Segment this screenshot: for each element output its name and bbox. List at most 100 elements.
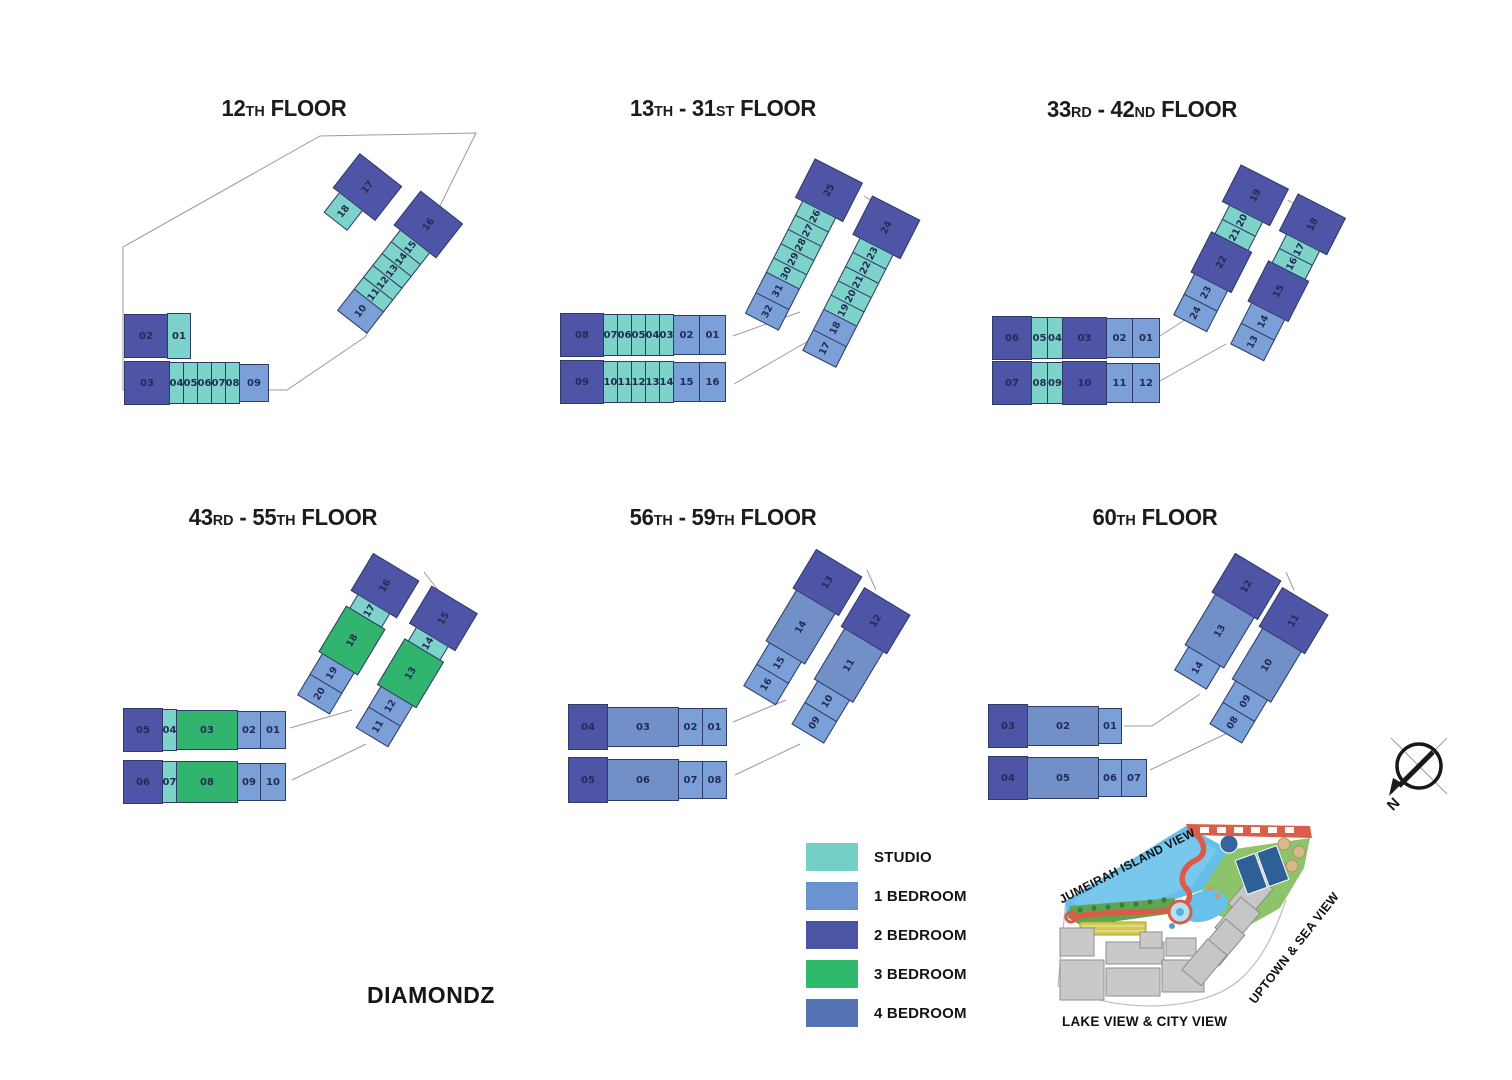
unit-12-03[interactable]: 03 <box>124 361 170 405</box>
unit-43-55-07[interactable]: 07 <box>162 761 177 803</box>
unit-33-42-06[interactable]: 06 <box>992 316 1032 360</box>
project-name: DIAMONDZ <box>367 982 495 1008</box>
unit-number: 16 <box>705 376 720 388</box>
unit-43-55-04[interactable]: 04 <box>162 709 177 751</box>
unit-12-01[interactable]: 01 <box>167 313 191 359</box>
unit-56-59-02[interactable]: 02 <box>678 708 703 746</box>
unit-number: 32 <box>759 303 776 320</box>
compass-letter: N <box>1385 795 1403 815</box>
floor-title-13-31: 13TH - 31ST FLOOR <box>512 95 934 122</box>
site-map-graphic <box>1057 824 1312 1007</box>
unit-13-31-06[interactable]: 06 <box>617 314 632 356</box>
north-arrow-icon: N <box>1384 737 1448 815</box>
unit-13-31-14[interactable]: 14 <box>659 361 674 403</box>
unit-60-04[interactable]: 04 <box>988 756 1028 800</box>
unit-43-55-06[interactable]: 06 <box>123 760 163 804</box>
unit-60-03[interactable]: 03 <box>988 704 1028 748</box>
unit-number: 01 <box>172 330 186 342</box>
unit-56-59-06[interactable]: 06 <box>607 759 679 801</box>
unit-13-31-13[interactable]: 13 <box>645 361 660 403</box>
unit-number: 05 <box>631 329 646 341</box>
unit-43-55-01[interactable]: 01 <box>260 711 286 749</box>
unit-13-31-09[interactable]: 09 <box>560 360 604 404</box>
unit-12-09[interactable]: 09 <box>239 364 269 402</box>
unit-33-42-11[interactable]: 11 <box>1106 363 1133 403</box>
floor-title-60: 60TH FLOOR <box>944 504 1366 531</box>
unit-13-31-16[interactable]: 16 <box>699 362 726 402</box>
unit-number: 06 <box>1005 332 1019 344</box>
legend-swatch-2-bedroom <box>806 921 858 949</box>
unit-33-42-07[interactable]: 07 <box>992 361 1032 405</box>
title-segment: RD <box>212 512 234 529</box>
unit-33-42-12[interactable]: 12 <box>1132 363 1160 403</box>
unit-number: 01 <box>705 329 720 341</box>
unit-13-31-08[interactable]: 08 <box>560 313 604 357</box>
unit-33-42-08[interactable]: 08 <box>1031 362 1048 404</box>
unit-60-06[interactable]: 06 <box>1098 759 1122 797</box>
unit-33-42-01[interactable]: 01 <box>1132 318 1160 358</box>
unit-13-31-01[interactable]: 01 <box>699 315 726 355</box>
unit-56-59-08[interactable]: 08 <box>702 761 727 799</box>
unit-13-31-05[interactable]: 05 <box>631 314 646 356</box>
unit-33-42-03[interactable]: 03 <box>1062 317 1107 359</box>
unit-13-31-02[interactable]: 02 <box>673 315 700 355</box>
legend-label: 4 BEDROOM <box>874 1004 967 1022</box>
unit-13-31-04[interactable]: 04 <box>645 314 660 356</box>
unit-number: 24 <box>1187 304 1204 322</box>
unit-13-31-10[interactable]: 10 <box>603 361 618 403</box>
unit-33-42-10[interactable]: 10 <box>1062 361 1107 405</box>
unit-13-31-11[interactable]: 11 <box>617 361 632 403</box>
unit-56-59-07[interactable]: 07 <box>678 761 703 799</box>
title-segment: - 42 <box>1091 96 1135 122</box>
unit-60-01[interactable]: 01 <box>1098 708 1122 744</box>
unit-13-31-12[interactable]: 12 <box>631 361 646 403</box>
unit-43-55-10[interactable]: 10 <box>260 763 286 801</box>
unit-number: 05 <box>581 774 595 786</box>
unit-43-55-02[interactable]: 02 <box>237 711 261 749</box>
legend-item-studio: STUDIO <box>806 843 967 871</box>
unit-56-59-05[interactable]: 05 <box>568 757 608 803</box>
unit-13-31-07[interactable]: 07 <box>603 314 618 356</box>
unit-number: 06 <box>636 774 650 786</box>
unit-number: 01 <box>266 724 280 736</box>
unit-13-31-03[interactable]: 03 <box>659 314 674 356</box>
unit-number: 09 <box>242 776 256 788</box>
unit-number: 17 <box>816 340 833 357</box>
unit-12-02[interactable]: 02 <box>124 314 168 358</box>
title-segment: FLOOR <box>264 95 347 121</box>
unit-33-42-09[interactable]: 09 <box>1047 362 1063 404</box>
legend-label: 1 BEDROOM <box>874 887 967 905</box>
unit-60-07[interactable]: 07 <box>1121 759 1147 797</box>
unit-12-05[interactable]: 05 <box>183 362 198 404</box>
unit-33-42-04[interactable]: 04 <box>1047 317 1063 359</box>
unit-60-05[interactable]: 05 <box>1027 757 1099 799</box>
unit-number: 10 <box>266 776 280 788</box>
unit-43-55-03[interactable]: 03 <box>176 710 238 750</box>
unit-33-42-02[interactable]: 02 <box>1106 318 1133 358</box>
unit-56-59-03[interactable]: 03 <box>607 707 679 747</box>
legend-item-1-bedroom: 1 BEDROOM <box>806 882 967 910</box>
unit-12-07[interactable]: 07 <box>211 362 226 404</box>
unit-number: 15 <box>679 376 694 388</box>
unit-number: 02 <box>1112 332 1127 344</box>
title-segment: FLOOR <box>1135 504 1218 530</box>
unit-33-42-05[interactable]: 05 <box>1031 317 1048 359</box>
unit-number: 14 <box>659 376 674 388</box>
unit-number: 05 <box>1056 772 1070 784</box>
unit-12-04[interactable]: 04 <box>169 362 184 404</box>
unit-number: 07 <box>162 776 177 788</box>
unit-56-59-04[interactable]: 04 <box>568 704 608 750</box>
unit-43-55-08[interactable]: 08 <box>176 761 238 803</box>
unit-number: 09 <box>575 376 589 388</box>
unit-56-59-01[interactable]: 01 <box>702 708 727 746</box>
unit-12-08[interactable]: 08 <box>225 362 240 404</box>
unit-60-02[interactable]: 02 <box>1027 706 1099 746</box>
unit-number: 11 <box>617 376 632 388</box>
unit-13-31-15[interactable]: 15 <box>673 362 700 402</box>
unit-12-06[interactable]: 06 <box>197 362 212 404</box>
legend-label: 2 BEDROOM <box>874 926 967 944</box>
unit-43-55-09[interactable]: 09 <box>237 763 261 801</box>
unit-43-55-05[interactable]: 05 <box>123 708 163 752</box>
